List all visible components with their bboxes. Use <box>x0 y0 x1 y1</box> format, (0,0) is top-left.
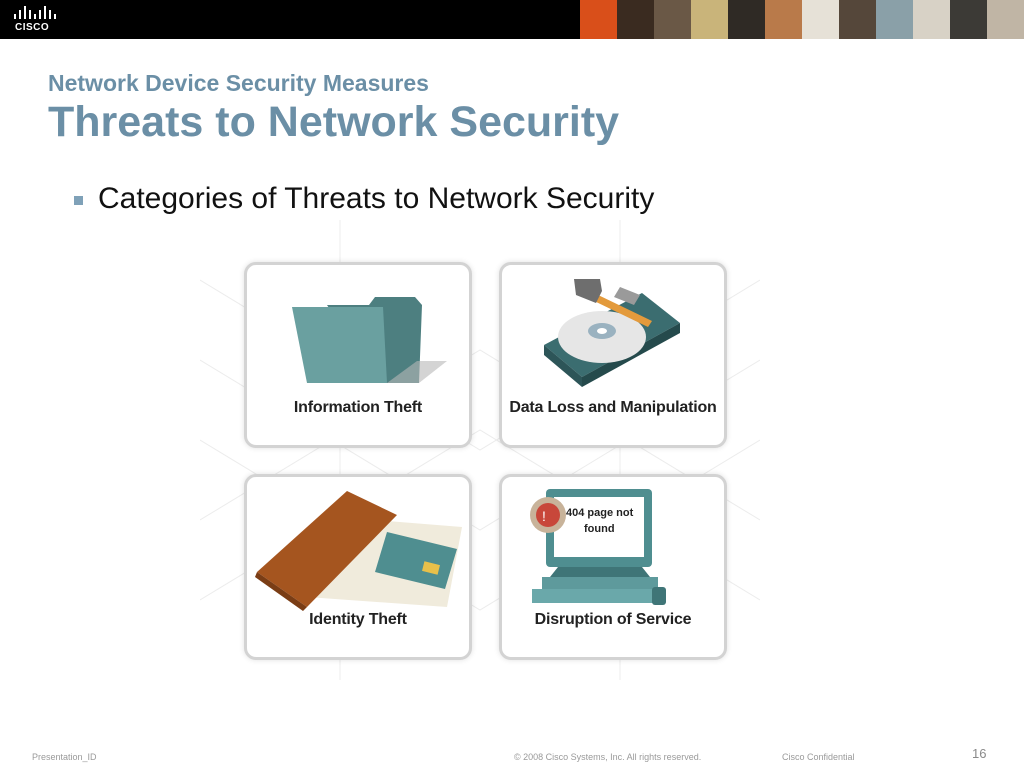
tile-data-loss: Data Loss and Manipulation <box>499 262 727 448</box>
footer-copyright: © 2008 Cisco Systems, Inc. All rights re… <box>514 752 702 762</box>
slide-title: Threats to Network Security <box>48 98 620 146</box>
footer-presentation-id: Presentation_ID <box>32 752 97 762</box>
top-bar: CISCO <box>0 0 1024 39</box>
tile-label: Data Loss and Manipulation <box>509 399 717 416</box>
banner-photo-2 <box>654 0 691 39</box>
error-text-line-2: found <box>584 523 615 535</box>
banner-photo-10 <box>950 0 987 39</box>
tile-label: Disruption of Service <box>534 611 692 628</box>
cisco-logo: CISCO <box>12 5 62 35</box>
error-text-line-1: 404 page not <box>566 507 634 519</box>
banner-photo-8 <box>876 0 913 39</box>
photo-banner <box>580 0 1024 39</box>
slide-subtitle: Network Device Security Measures <box>48 70 429 96</box>
cisco-bars-icon <box>14 6 56 19</box>
tile-identity-theft: Identity Theft <box>244 474 472 660</box>
banner-photo-3 <box>691 0 728 39</box>
banner-photo-11 <box>987 0 1024 39</box>
tile-label: Information Theft <box>293 399 423 416</box>
banner-photo-0 <box>580 0 617 39</box>
folder-icon <box>292 297 447 383</box>
cisco-logo-text: CISCO <box>15 22 50 33</box>
tile-disruption-of-service: ! 404 page not found Disruption of Servi… <box>499 474 727 660</box>
banner-photo-5 <box>765 0 802 39</box>
bullet-text: Categories of Threats to Network Securit… <box>98 182 655 215</box>
square-bullet-icon <box>74 195 83 205</box>
banner-photo-4 <box>728 0 765 39</box>
banner-photo-6 <box>802 0 839 39</box>
wallet-card-icon <box>255 491 462 611</box>
banner-photo-9 <box>913 0 950 39</box>
hard-drive-icon <box>544 279 680 387</box>
bullet-item: Categories of Threats to Network Securit… <box>74 182 654 216</box>
tile-label: Identity Theft <box>309 611 407 628</box>
tile-information-theft: Information Theft <box>244 262 472 448</box>
footer-confidential: Cisco Confidential <box>782 752 855 762</box>
banner-photo-7 <box>839 0 876 39</box>
banner-photo-1 <box>617 0 654 39</box>
page-number: 16 <box>972 746 987 761</box>
computer-error-icon: ! <box>530 489 666 605</box>
svg-text:!: ! <box>542 508 546 524</box>
